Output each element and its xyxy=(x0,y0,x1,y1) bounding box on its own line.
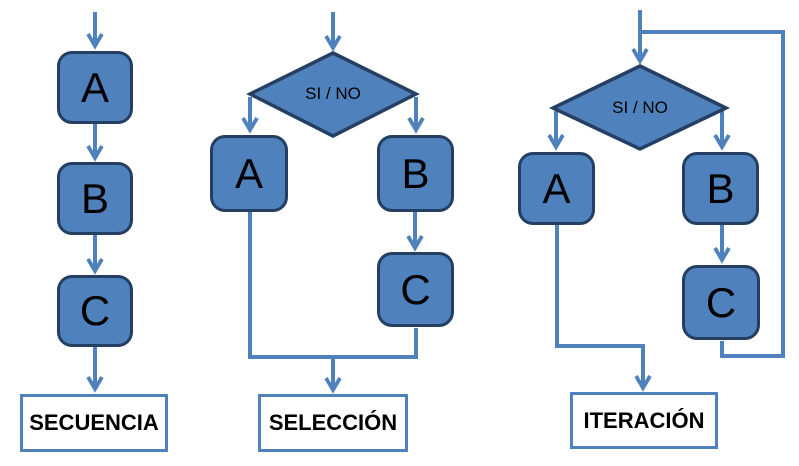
iter-decision-label: SI / NO xyxy=(612,98,668,117)
seq-title-box: SECUENCIA xyxy=(20,394,168,452)
sel-process-box-c: C xyxy=(377,252,454,327)
seq-process-box-b: B xyxy=(57,162,133,235)
seq-process-box-c: C xyxy=(57,275,133,347)
seq-process-box-a: A xyxy=(57,51,133,124)
iter-process-box-c: C xyxy=(682,265,760,340)
iter-process-box-a: A xyxy=(518,152,595,225)
sel-process-box-a: A xyxy=(210,135,288,212)
iter-decision-diamond xyxy=(548,64,731,151)
iter-process-box-b: B xyxy=(682,152,759,225)
sel-decision-label: SI / NO xyxy=(305,84,361,103)
sel-decision-diamond xyxy=(246,51,420,138)
iter-loopback-line xyxy=(640,30,785,358)
iter-title-box: ITERACIÓN xyxy=(570,392,718,449)
sel-title-box: SELECCIÓN xyxy=(258,394,408,452)
sel-process-box-b: B xyxy=(377,135,454,212)
iter-arrow-out xyxy=(555,225,652,392)
